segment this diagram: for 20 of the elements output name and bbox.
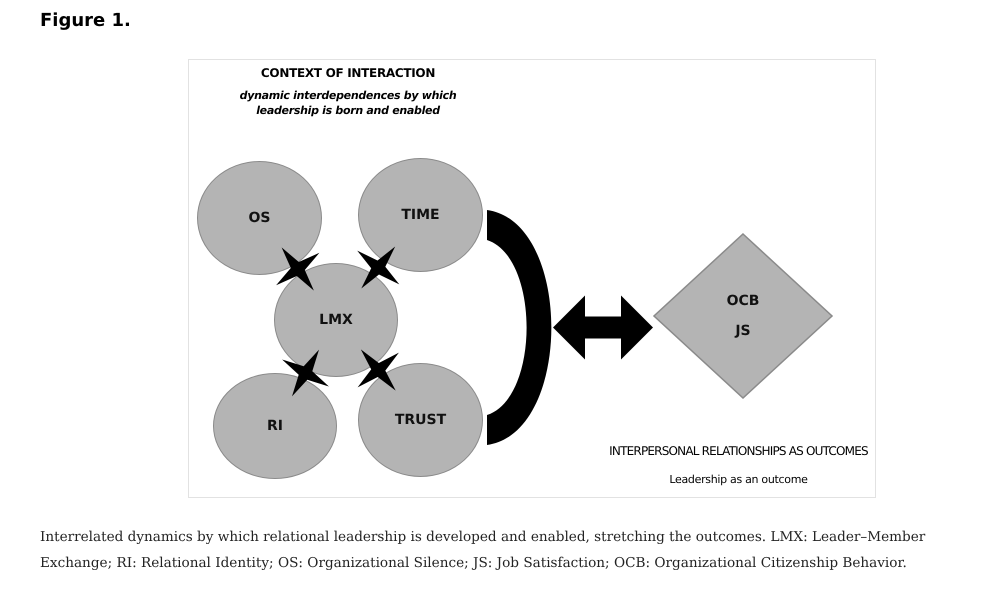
subtitle-text: dynamic interdependences by which leadership is born and enabled xyxy=(238,88,458,118)
node-label: LMX xyxy=(319,312,353,328)
heading-text: CONTEXT OF INTERACTION xyxy=(260,66,436,80)
figure-title: Figure 1. xyxy=(40,10,131,31)
star-connector xyxy=(276,247,320,291)
heading-text: INTERPERSONAL RELATIONSHIPS AS OUTCOMES xyxy=(608,444,869,458)
node-label: TIME xyxy=(401,207,440,223)
bracket-shape xyxy=(487,210,553,445)
caption: Interrelated dynamics by which relational leadership is developed and enabled, stretching the outcomes. LMX: Leader–Member Exchange; RI: Relational Identity; OS: Organizational Silence; JS: Job Satisfaction; OCB: Organizational Citizenship Behavior. xyxy=(40,528,926,573)
node-label: OCB xyxy=(726,293,760,309)
double-arrow xyxy=(553,296,653,360)
node-label: TRUST xyxy=(394,412,446,428)
subtitle-text: Leadership as an outcome xyxy=(668,473,809,486)
decision-diamond xyxy=(653,233,833,399)
node-label: JS xyxy=(735,323,751,339)
node-label: RI xyxy=(267,418,283,434)
node-label: OS xyxy=(248,210,270,226)
star-connector xyxy=(357,246,400,288)
star-connector xyxy=(358,349,399,391)
star-connector xyxy=(282,350,329,396)
